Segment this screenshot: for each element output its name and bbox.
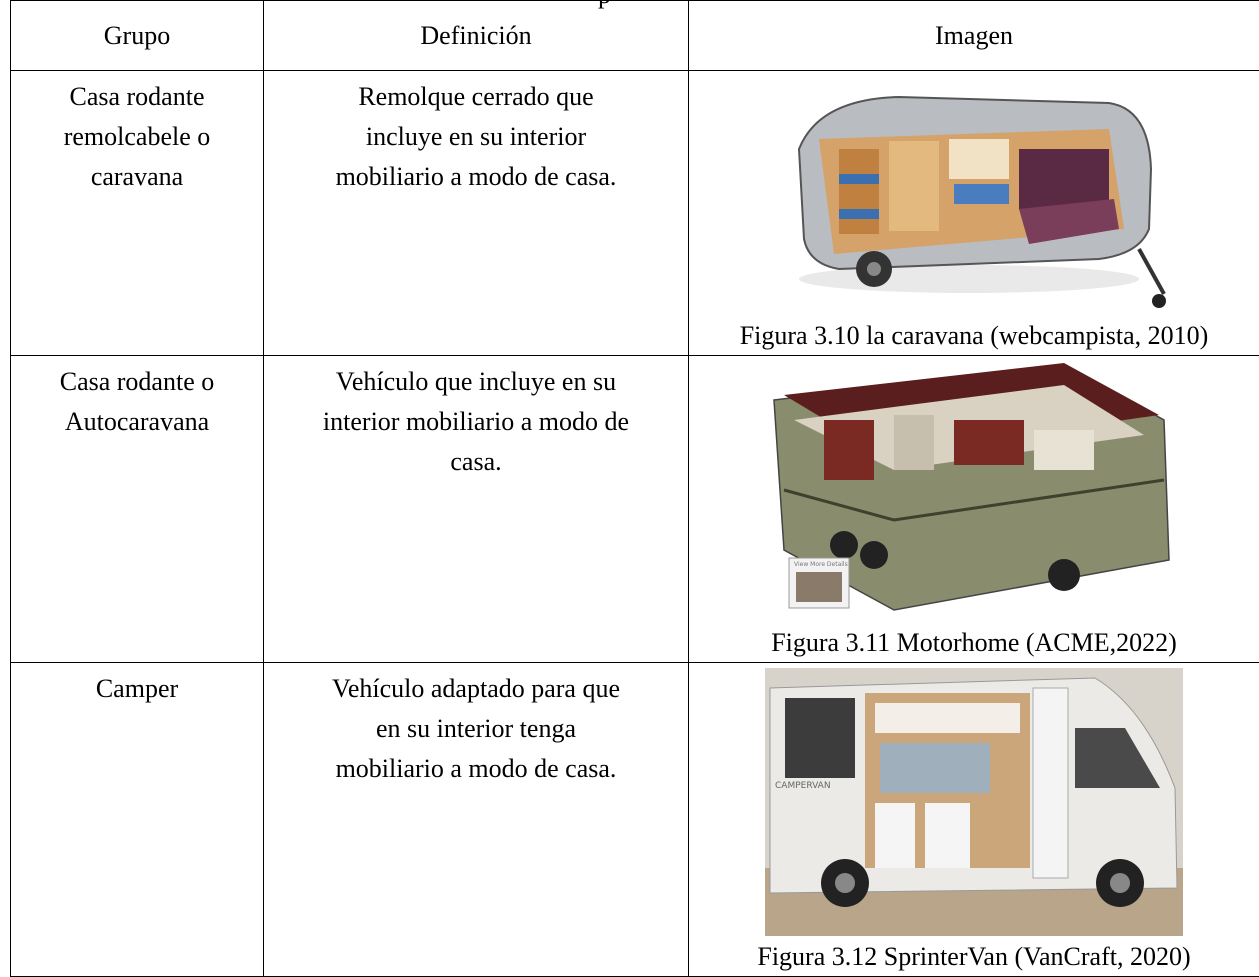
definicion-line: Remolque cerrado que: [264, 77, 688, 117]
header-grupo: Grupo: [11, 1, 264, 71]
imagen-cell: Figura 3.10 la caravana (webcampista, 20…: [689, 71, 1259, 356]
header-definicion: Definición: [264, 1, 689, 71]
definicion-cell: Remolque cerrado que incluye en su inter…: [264, 71, 689, 356]
vehicle-types-table: Grupo Definición Imagen Casa rodante rem…: [10, 0, 1259, 977]
grupo-cell: Casa rodante remolcabele o caravana: [11, 71, 264, 356]
grupo-cell: Camper: [11, 663, 264, 977]
definicion-line: incluye en su interior: [264, 117, 688, 157]
definicion-line: Vehículo adaptado para que: [264, 669, 688, 709]
definicion-line: interior mobiliario a modo de: [264, 402, 688, 442]
definicion-line: mobiliario a modo de casa.: [264, 157, 688, 197]
motorhome-image: View More Details: [764, 360, 1184, 615]
grupo-line: Camper: [11, 669, 263, 709]
definicion-line: casa.: [264, 442, 688, 482]
header-imagen: Imagen: [689, 1, 1259, 71]
figure-caption: Figura 3.12 SprinterVan (VanCraft, 2020): [689, 940, 1259, 974]
grupo-line: Casa rodante o: [11, 362, 263, 402]
imagen-cell: CAMPERVAN Figura 3.12 SprinterVan (VanCr…: [689, 663, 1259, 977]
caravan-image: [779, 79, 1169, 314]
definicion-line: en su interior tenga: [264, 709, 688, 749]
table-row: Camper Vehículo adaptado para que en su …: [11, 663, 1259, 977]
table-row: Casa rodante remolcabele o caravana Remo…: [11, 71, 1259, 356]
grupo-line: remolcabele o: [11, 117, 263, 157]
motorhome-icon: View More Details: [764, 360, 1184, 615]
grupo-line: Autocaravana: [11, 402, 263, 442]
caravan-icon: [779, 79, 1169, 314]
campervan-text: CAMPERVAN: [775, 781, 831, 791]
figure-caption: Figura 3.10 la caravana (webcampista, 20…: [689, 319, 1259, 353]
imagen-cell: View More Details Figura 3.11 Motorhome …: [689, 356, 1259, 663]
view-more-details-text: View More Details: [794, 561, 848, 568]
camper-van-image: CAMPERVAN: [765, 668, 1183, 936]
definicion-cell: Vehículo adaptado para que en su interio…: [264, 663, 689, 977]
definicion-line: mobiliario a modo de casa.: [264, 749, 688, 789]
camper-van-icon: CAMPERVAN: [765, 668, 1183, 936]
definicion-line: Vehículo que incluye en su: [264, 362, 688, 402]
table-header-row: Grupo Definición Imagen: [11, 1, 1259, 71]
table-row: Casa rodante o Autocaravana Vehículo que…: [11, 356, 1259, 663]
grupo-cell: Casa rodante o Autocaravana: [11, 356, 264, 663]
figure-caption: Figura 3.11 Motorhome (ACME,2022): [689, 626, 1259, 660]
grupo-line: Casa rodante: [11, 77, 263, 117]
definicion-cell: Vehículo que incluye en su interior mobi…: [264, 356, 689, 663]
grupo-line: caravana: [11, 157, 263, 197]
